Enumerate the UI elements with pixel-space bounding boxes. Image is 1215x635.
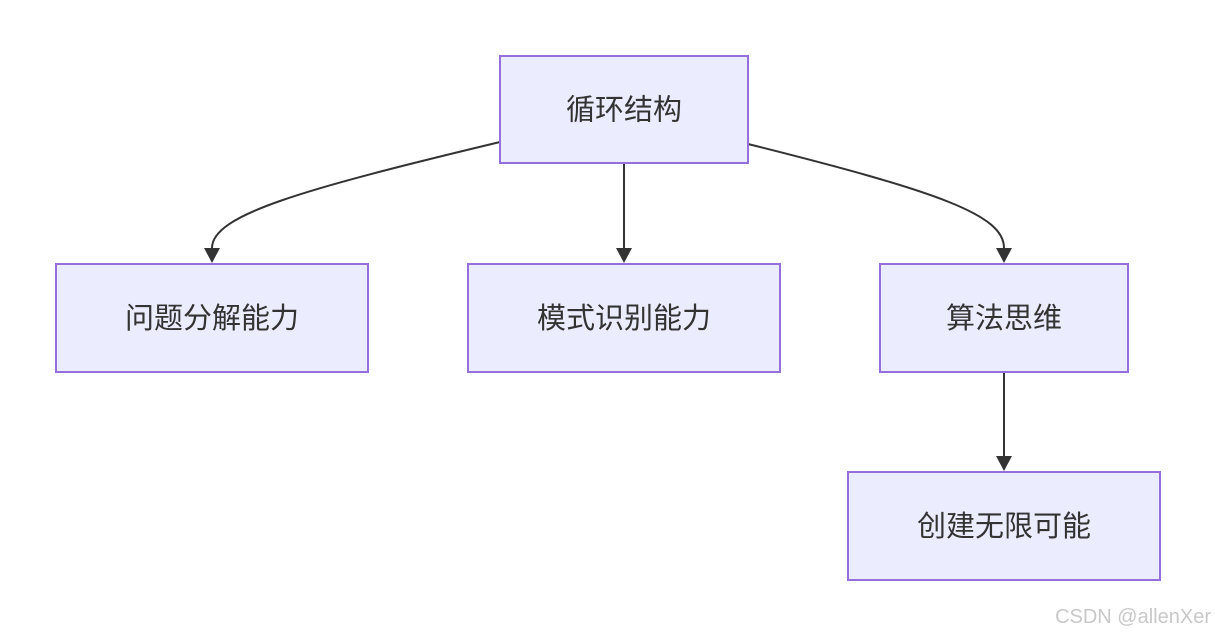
node-algorithmic-thinking-label: 算法思维 bbox=[946, 301, 1062, 335]
arrowhead-infinite-possibilities bbox=[996, 456, 1012, 471]
node-infinite-possibilities: 创建无限可能 bbox=[847, 471, 1161, 581]
node-root-label: 循环结构 bbox=[566, 93, 682, 127]
node-infinite-possibilities-label: 创建无限可能 bbox=[917, 509, 1091, 543]
node-pattern-recognition-label: 模式识别能力 bbox=[537, 301, 711, 335]
watermark: CSDN @allenXer bbox=[1055, 606, 1211, 628]
node-problem-decomposition: 问题分解能力 bbox=[55, 263, 369, 373]
arrowhead-algorithmic-thinking bbox=[996, 248, 1012, 263]
node-pattern-recognition: 模式识别能力 bbox=[467, 263, 781, 373]
arrowhead-pattern-recognition bbox=[616, 248, 632, 263]
edge-root-to-problem-decomposition bbox=[211, 141, 501, 249]
node-root: 循环结构 bbox=[499, 55, 749, 164]
node-problem-decomposition-label: 问题分解能力 bbox=[125, 301, 299, 335]
arrowhead-problem-decomposition bbox=[204, 248, 220, 263]
node-algorithmic-thinking: 算法思维 bbox=[879, 263, 1129, 373]
edge-root-to-algorithmic-thinking bbox=[747, 143, 1005, 249]
